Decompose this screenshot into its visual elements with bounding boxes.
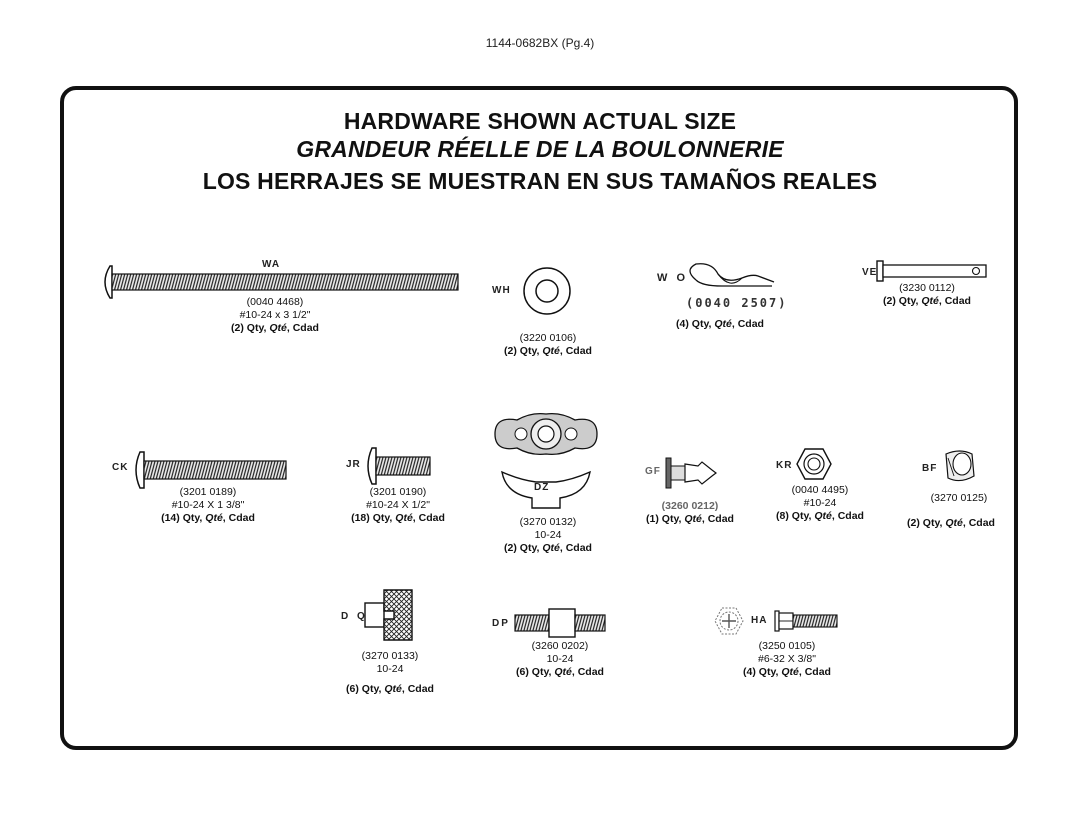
dz-quantity: (2) Qty, Qté, Cdad (504, 542, 592, 554)
wh-caption: (3220 0106) (2) Qty, Qté, Cdad (480, 332, 616, 358)
kr-hex-nut-icon (796, 448, 832, 480)
ve-caption: (3230 0112) (2) Qty, Qté, Cdad (868, 282, 986, 308)
wh-code-label: WH (492, 285, 511, 296)
wh-part-number: (3220 0106) (519, 332, 577, 344)
gf-push-fastener-icon (665, 457, 717, 489)
dp-double-stud-icon (514, 608, 606, 638)
wa-size: #10-24 x 3 1/2" (239, 309, 311, 321)
dp-size: 10-24 (546, 653, 574, 665)
wa-caption: (0040 4468) #10-24 x 3 1/2" (2) Qty, Qté… (200, 296, 350, 335)
dz-wing-nut-side-icon (501, 470, 591, 509)
dq-quantity: (6) Qty, Qté, Cdad (346, 683, 434, 695)
wo-quantity: (4) Qty, Qté, Cdad (676, 318, 764, 330)
ck-part-number: (3201 0189) (179, 486, 237, 498)
title-spanish: LOS HERRAJES SE MUESTRAN EN SUS TAMAÑOS … (202, 168, 878, 194)
title-english: HARDWARE SHOWN ACTUAL SIZE (343, 108, 737, 134)
jr-size: #10-24 X 1/2" (366, 499, 430, 511)
kr-part-number: (0040 4495) (791, 484, 849, 496)
gf-caption: (3260 0212) (1) Qty, Qté, Cdad (630, 500, 750, 526)
kr-quantity: (8) Qty, Qté, Cdad (776, 510, 864, 522)
wo-part-number: (0040 2507) (686, 296, 788, 310)
dq-quantity-caption: (6) Qty, Qté, Cdad (318, 683, 462, 696)
document-id: 1144-0682BX (Pg.4) (485, 36, 595, 50)
dz-part-number: (3270 0132) (519, 516, 577, 528)
wo-hairpin-icon (689, 263, 775, 287)
kr-code-label: KR (776, 460, 793, 471)
ve-part-number: (3230 0112) (899, 282, 955, 294)
kr-caption: (0040 4495) #10-24 (8) Qty, Qté, Cdad (760, 484, 880, 523)
ck-quantity: (14) Qty, Qté, Cdad (161, 512, 255, 524)
ha-caption: (3250 0105) #6-32 X 3/8" (4) Qty, Qté, C… (722, 640, 852, 679)
dp-caption: (3260 0202) 10-24 (6) Qty, Qté, Cdad (500, 640, 620, 679)
ha-phillips-head-icon (714, 607, 744, 635)
ha-screw-icon (774, 610, 838, 632)
kr-size: #10-24 (803, 497, 837, 509)
wa-code-label: WA (262, 259, 281, 270)
bf-code-label: BF (922, 463, 938, 474)
dq-insert-nut-icon (364, 589, 413, 641)
ha-size: #6-32 X 3/8" (757, 653, 817, 665)
dz-size: 10-24 (534, 529, 562, 541)
gf-part-number: (3260 0212) (661, 500, 719, 512)
title-french: GRANDEUR RÉELLE DE LA BOULONNERIE (296, 136, 784, 162)
ck-bolt-icon (135, 451, 287, 489)
dq-part-number: (3270 0133) (361, 650, 419, 662)
wo-caption: (4) Qty, Qté, Cdad (655, 318, 785, 331)
dz-caption: (3270 0132) 10-24 (2) Qty, Qté, Cdad (482, 516, 614, 555)
bf-caption: (3270 0125) (900, 492, 1018, 505)
dq-size: 10-24 (376, 663, 404, 675)
wa-part-number: (0040 4468) (246, 296, 304, 308)
dq-caption: (3270 0133) 10-24 (330, 650, 450, 676)
ha-quantity: (4) Qty, Qté, Cdad (743, 666, 831, 678)
wo-code-label: W O (657, 272, 688, 284)
dp-code-label: DP (492, 618, 510, 629)
bf-part-number: (3270 0125) (930, 492, 988, 504)
gf-code-label: GF (645, 466, 661, 477)
jr-bolt-icon (367, 447, 431, 485)
bf-bushing-icon (945, 450, 975, 482)
wh-quantity: (2) Qty, Qté, Cdad (504, 345, 592, 357)
ha-part-number: (3250 0105) (758, 640, 816, 652)
wh-washer-icon (523, 267, 571, 315)
bf-quantity-caption: (2) Qty, Qté, Cdad (890, 517, 1012, 530)
ve-quantity: (2) Qty, Qté, Cdad (883, 295, 971, 307)
wa-quantity: (2) Qty, Qté, Cdad (231, 322, 319, 334)
ck-caption: (3201 0189) #10-24 X 1 3/8" (14) Qty, Qt… (140, 486, 276, 525)
dp-part-number: (3260 0202) (531, 640, 589, 652)
ck-size: #10-24 X 1 3/8" (171, 499, 245, 511)
jr-code-label: JR (346, 459, 361, 470)
dq-code-label: D Q (341, 611, 368, 622)
ve-code-label: VE (862, 267, 878, 278)
dz-wing-nut-top-icon (494, 412, 598, 456)
dp-quantity: (6) Qty, Qté, Cdad (516, 666, 604, 678)
ve-clevis-pin-icon (876, 260, 987, 282)
jr-caption: (3201 0190) #10-24 X 1/2" (18) Qty, Qté,… (338, 486, 458, 525)
jr-part-number: (3201 0190) (369, 486, 427, 498)
hardware-panel (60, 86, 1018, 750)
bf-quantity: (2) Qty, Qté, Cdad (907, 517, 995, 529)
jr-quantity: (18) Qty, Qté, Cdad (351, 512, 445, 524)
ck-code-label: CK (112, 462, 129, 473)
dz-code-label: DZ (534, 482, 550, 493)
ha-code-label: HA (751, 615, 768, 626)
gf-quantity: (1) Qty, Qté, Cdad (646, 513, 734, 525)
wa-bolt-icon (104, 265, 459, 299)
